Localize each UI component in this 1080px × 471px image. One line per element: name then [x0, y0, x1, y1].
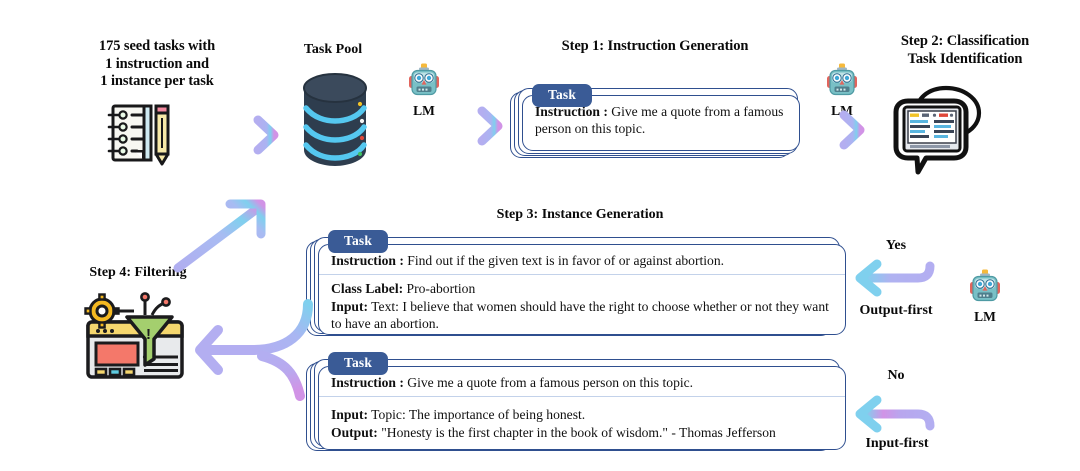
row-text: Find out if the given text is in favor o…	[403, 253, 725, 268]
card-divider	[319, 396, 845, 398]
step1-task-card[interactable]: Instruction : Give me a quote from a fam…	[510, 84, 800, 164]
step3-heading: Step 3: Instance Generation	[496, 207, 664, 222]
arrow-filtering-to-pool	[173, 199, 266, 273]
arrow-pool-to-step1	[449, 106, 503, 146]
seed-tasks-heading: 175 seed tasks with 1 instruction and 1 …	[98, 38, 216, 90]
lm-label-1: LM	[413, 103, 435, 118]
step3-task-card-2[interactable]: Instruction : Give me a quote from a fam…	[306, 352, 846, 457]
step4-heading: Step 4: Filtering	[89, 265, 187, 280]
card-text-row: Instruction : Give me a quote from a fam…	[523, 96, 799, 143]
filter-funnel-icon: !	[82, 291, 192, 383]
card-text-row: Instruction : Give me a quote from a fam…	[319, 367, 845, 396]
robot-icon	[965, 268, 1005, 308]
row-text: Give me a quote from a famous person on …	[403, 375, 694, 390]
card-text-row: Input: Topic: The importance of being ho…	[319, 397, 845, 446]
robot-icon	[822, 62, 862, 102]
arrow-step1-to-step2	[807, 110, 865, 150]
classification-question-icon: ?	[884, 82, 994, 182]
task-pool-heading: Task Pool	[303, 42, 363, 57]
row-bold: Output:	[331, 424, 378, 440]
branch-label-no: No	[887, 368, 905, 383]
row-text: "Honesty is the first chapter in the boo…	[377, 424, 776, 440]
step3-task-card-1[interactable]: Instruction : Find out if the given text…	[306, 230, 846, 340]
branch-label-yes: Yes	[885, 238, 907, 253]
row-text: Text: I believe that women should have t…	[331, 298, 829, 331]
row-text: Give me a quote from a famous person on …	[535, 104, 784, 137]
task-badge: Task	[328, 230, 389, 253]
card-text-row: Instruction : Find out if the given text…	[319, 245, 845, 274]
row-text: Pro-abortion	[403, 281, 476, 297]
decision-branch-arrows	[855, 171, 935, 433]
robot-icon	[404, 62, 444, 102]
arrow-seed-to-pool	[185, 115, 279, 155]
arrow-step3-to-filtering	[195, 299, 313, 401]
branch-label-output-first: Output-first	[859, 303, 933, 318]
step1-heading: Step 1: Instruction Generation	[561, 38, 749, 54]
branch-label-input-first: Input-first	[865, 436, 929, 451]
step2-heading: Step 2: Classification Task Identificati…	[900, 33, 1030, 67]
row-bold: Class Label:	[331, 281, 404, 297]
card-divider	[319, 274, 845, 276]
row-bold: Instruction :	[331, 375, 404, 390]
row-text: Topic: The importance of being honest.	[368, 407, 586, 423]
notebook-pencil-icon	[101, 102, 171, 166]
row-bold: Instruction :	[535, 104, 608, 119]
database-icon	[296, 68, 374, 168]
card-text-row: Class Label: Pro-abortion Input: Text: I…	[319, 275, 845, 334]
task-badge: Task	[328, 352, 389, 375]
row-bold: Input:	[331, 407, 369, 423]
row-bold: Instruction :	[331, 253, 404, 268]
row-bold: Input:	[331, 298, 369, 314]
lm-label-3: LM	[974, 309, 996, 324]
task-badge: Task	[532, 84, 593, 107]
svg-text:!: !	[146, 326, 151, 343]
